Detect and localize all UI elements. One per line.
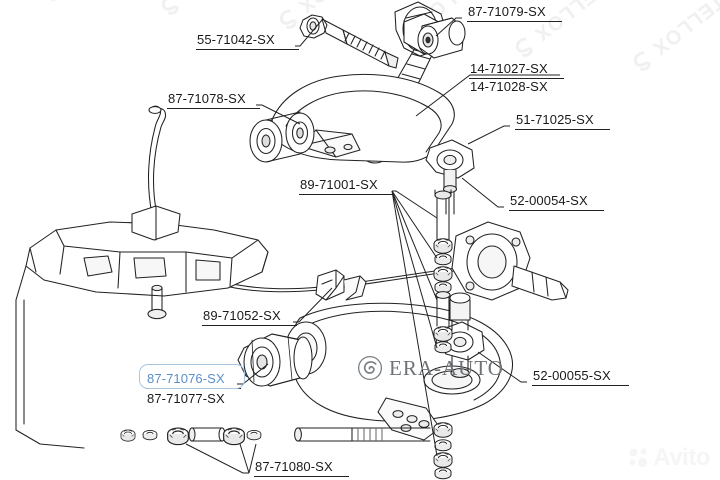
callout-55-71042-sx: 55-71042-SX bbox=[197, 32, 275, 47]
callout-87-71078-sx: 87-71078-SX bbox=[168, 91, 246, 106]
leader-lines bbox=[185, 17, 560, 474]
callout-87-71077-sx: 87-71077-SX bbox=[147, 391, 225, 406]
callout-51-71025-sx: 51-71025-SX bbox=[516, 112, 594, 127]
highlighted-part-box bbox=[139, 364, 245, 389]
callout-14-71027-sx: 14-71027-SX bbox=[470, 61, 548, 76]
callout-87-71080-sx: 87-71080-SX bbox=[255, 459, 333, 474]
callout-89-71001-sx: 89-71001-SX bbox=[300, 177, 378, 192]
callout-89-71052-sx: 89-71052-SX bbox=[203, 308, 281, 323]
avito-text: Avito bbox=[653, 444, 710, 471]
era-auto-stamp: ERA-AUTO bbox=[357, 355, 504, 381]
callout-14-71028-sx: 14-71028-SX bbox=[470, 79, 548, 94]
avito-dots-icon bbox=[629, 448, 648, 468]
avito-watermark: Avito bbox=[628, 444, 710, 472]
callout-87-71079-sx: 87-71079-SX bbox=[468, 4, 546, 19]
callout-52-00055-sx: 52-00055-SX bbox=[533, 368, 611, 383]
spiral-logo-icon bbox=[357, 355, 383, 381]
callout-87-71076-sx: 87-71076-SX bbox=[147, 371, 225, 386]
era-auto-text: ERA-AUTO bbox=[389, 355, 504, 380]
callout-52-00054-sx: 52-00054-SX bbox=[510, 193, 588, 208]
